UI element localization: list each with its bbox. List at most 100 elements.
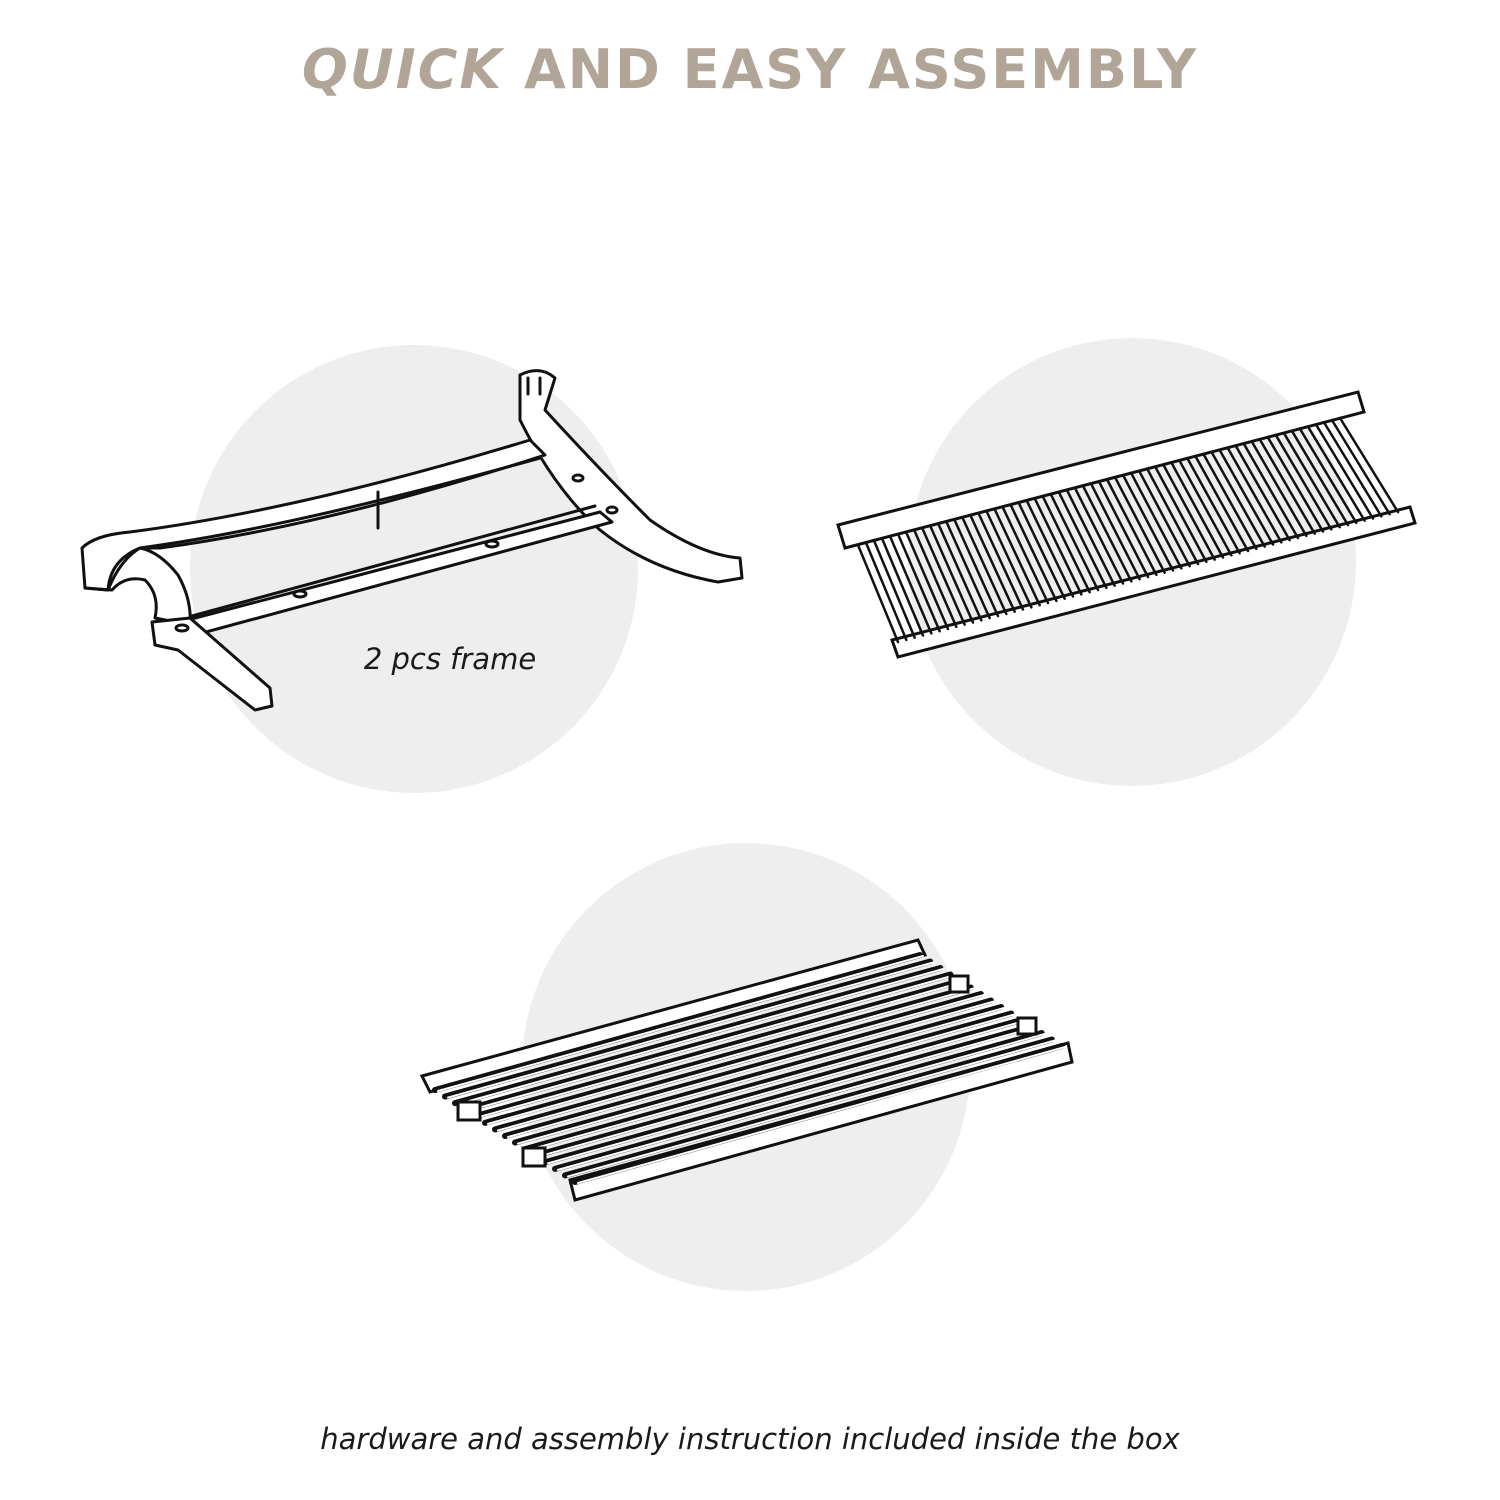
backrest-slat	[912, 528, 958, 629]
seat-slat	[562, 1036, 1055, 1179]
seat-panel-icon	[419, 938, 1074, 1202]
seat-slat	[502, 997, 994, 1139]
backrest-slat	[1306, 425, 1366, 522]
seat-slat-highlight	[447, 961, 935, 1099]
backrest-slat	[1274, 433, 1333, 531]
backrest-slat	[1194, 454, 1250, 553]
backrest-slat	[921, 526, 966, 626]
backrest-slat	[1081, 484, 1133, 583]
seat-slat	[482, 984, 974, 1126]
backrest-slat	[1033, 497, 1083, 596]
seat-slat	[572, 1043, 1065, 1185]
seat-slat	[542, 1023, 1035, 1166]
backrest-slat	[1113, 476, 1166, 574]
seat-slat-highlight	[477, 981, 965, 1119]
backrest-slat	[1226, 446, 1283, 544]
seat-slat	[522, 1010, 1015, 1153]
backrest-panel-icon	[836, 390, 1417, 659]
backrest-slat	[872, 539, 916, 639]
seat-slat-highlight	[567, 1039, 1056, 1178]
seat-slat-highlight	[577, 1046, 1066, 1184]
seat-slat-highlight	[487, 987, 975, 1125]
backrest-slat	[1017, 501, 1066, 600]
footer-note: hardware and assembly instruction includ…	[320, 1422, 1180, 1456]
seat-slat	[462, 971, 954, 1113]
seat-slat-highlight	[437, 955, 924, 1092]
seat-slat-highlight	[547, 1026, 1036, 1165]
seat-slat-highlight	[507, 1000, 995, 1138]
backrest-slat	[1282, 431, 1341, 529]
backrest-slat	[1049, 492, 1100, 592]
backrest-slat	[993, 507, 1041, 607]
seat-slat-highlight	[497, 994, 985, 1132]
backrest-slat	[985, 509, 1033, 609]
backrest-slat	[1258, 437, 1316, 535]
backrest-slat	[1234, 444, 1291, 542]
backrest-slat	[856, 543, 900, 644]
backrest-slat	[1065, 488, 1116, 587]
seat-slat	[452, 965, 944, 1107]
backrest-slat	[1153, 465, 1208, 564]
backrest-slat	[1186, 456, 1241, 555]
backrest-slat	[1073, 486, 1125, 585]
title-emphasis: QUICK	[301, 38, 504, 101]
backrest-slat	[1330, 418, 1391, 516]
seat-slat-highlight	[557, 1033, 1046, 1171]
backrest-slat	[1266, 435, 1325, 533]
backrest-slat	[961, 516, 1008, 616]
seat-slat-highlight	[467, 974, 955, 1112]
seat-slat	[432, 952, 923, 1093]
seat-slat-highlight	[457, 968, 945, 1106]
backrest-slat	[977, 512, 1025, 611]
backrest-slat	[1290, 429, 1350, 527]
backrest-slat	[1170, 461, 1225, 559]
backrest-slat	[1250, 440, 1308, 538]
backrest-slat	[1025, 499, 1075, 598]
seat-slat	[532, 1017, 1025, 1159]
backrest-slat	[1242, 442, 1300, 540]
backrest-slat	[969, 514, 1016, 613]
seat-slat	[492, 991, 984, 1133]
backrest-slat	[929, 524, 975, 624]
backrest-slat	[1338, 416, 1400, 514]
backrest-slat	[1009, 503, 1058, 603]
backrest-slat	[880, 537, 925, 637]
backrest-slat	[864, 541, 908, 642]
backrest-slat	[1057, 490, 1108, 590]
backrest-slat	[1137, 469, 1191, 568]
backrest-slat	[1162, 463, 1216, 561]
part-1-caption: 2 pcs frame	[363, 642, 537, 676]
backrest-slat	[1001, 505, 1050, 605]
bench-frame-icon	[80, 369, 744, 712]
backrest-slat	[1314, 423, 1375, 520]
backrest-slat	[888, 535, 933, 635]
backrest-slat	[1322, 420, 1383, 518]
backrest-slat	[1097, 480, 1150, 579]
seat-slat-highlight	[527, 1013, 1016, 1152]
backrest-slat	[1121, 473, 1175, 572]
seat-slat	[472, 978, 964, 1120]
backrest-slat	[896, 533, 941, 633]
seat-slat	[512, 1004, 1005, 1146]
backrest-slat	[1218, 448, 1275, 546]
title-rest: AND EASY ASSEMBLY	[503, 38, 1199, 101]
backrest-slat	[1202, 452, 1258, 551]
seat-slat	[552, 1030, 1045, 1172]
backrest-slat	[1041, 495, 1091, 594]
backrest-slat	[945, 520, 991, 620]
backrest-slat	[1089, 482, 1141, 581]
backrest-slat	[953, 518, 1000, 618]
backrest-slat	[904, 531, 950, 631]
backrest-slat	[1129, 471, 1183, 570]
page-title: QUICK AND EASY ASSEMBLY	[0, 38, 1500, 101]
backrest-slat	[1178, 459, 1233, 557]
seat-slat-highlight	[537, 1020, 1026, 1158]
backrest-slat	[1298, 427, 1358, 525]
seat-slat	[442, 958, 934, 1100]
backrest-slat	[1145, 467, 1200, 566]
backrest-slat	[1210, 450, 1266, 548]
backrest-slat	[937, 522, 983, 622]
seat-slat-highlight	[517, 1007, 1006, 1145]
backrest-slat	[1105, 478, 1158, 577]
